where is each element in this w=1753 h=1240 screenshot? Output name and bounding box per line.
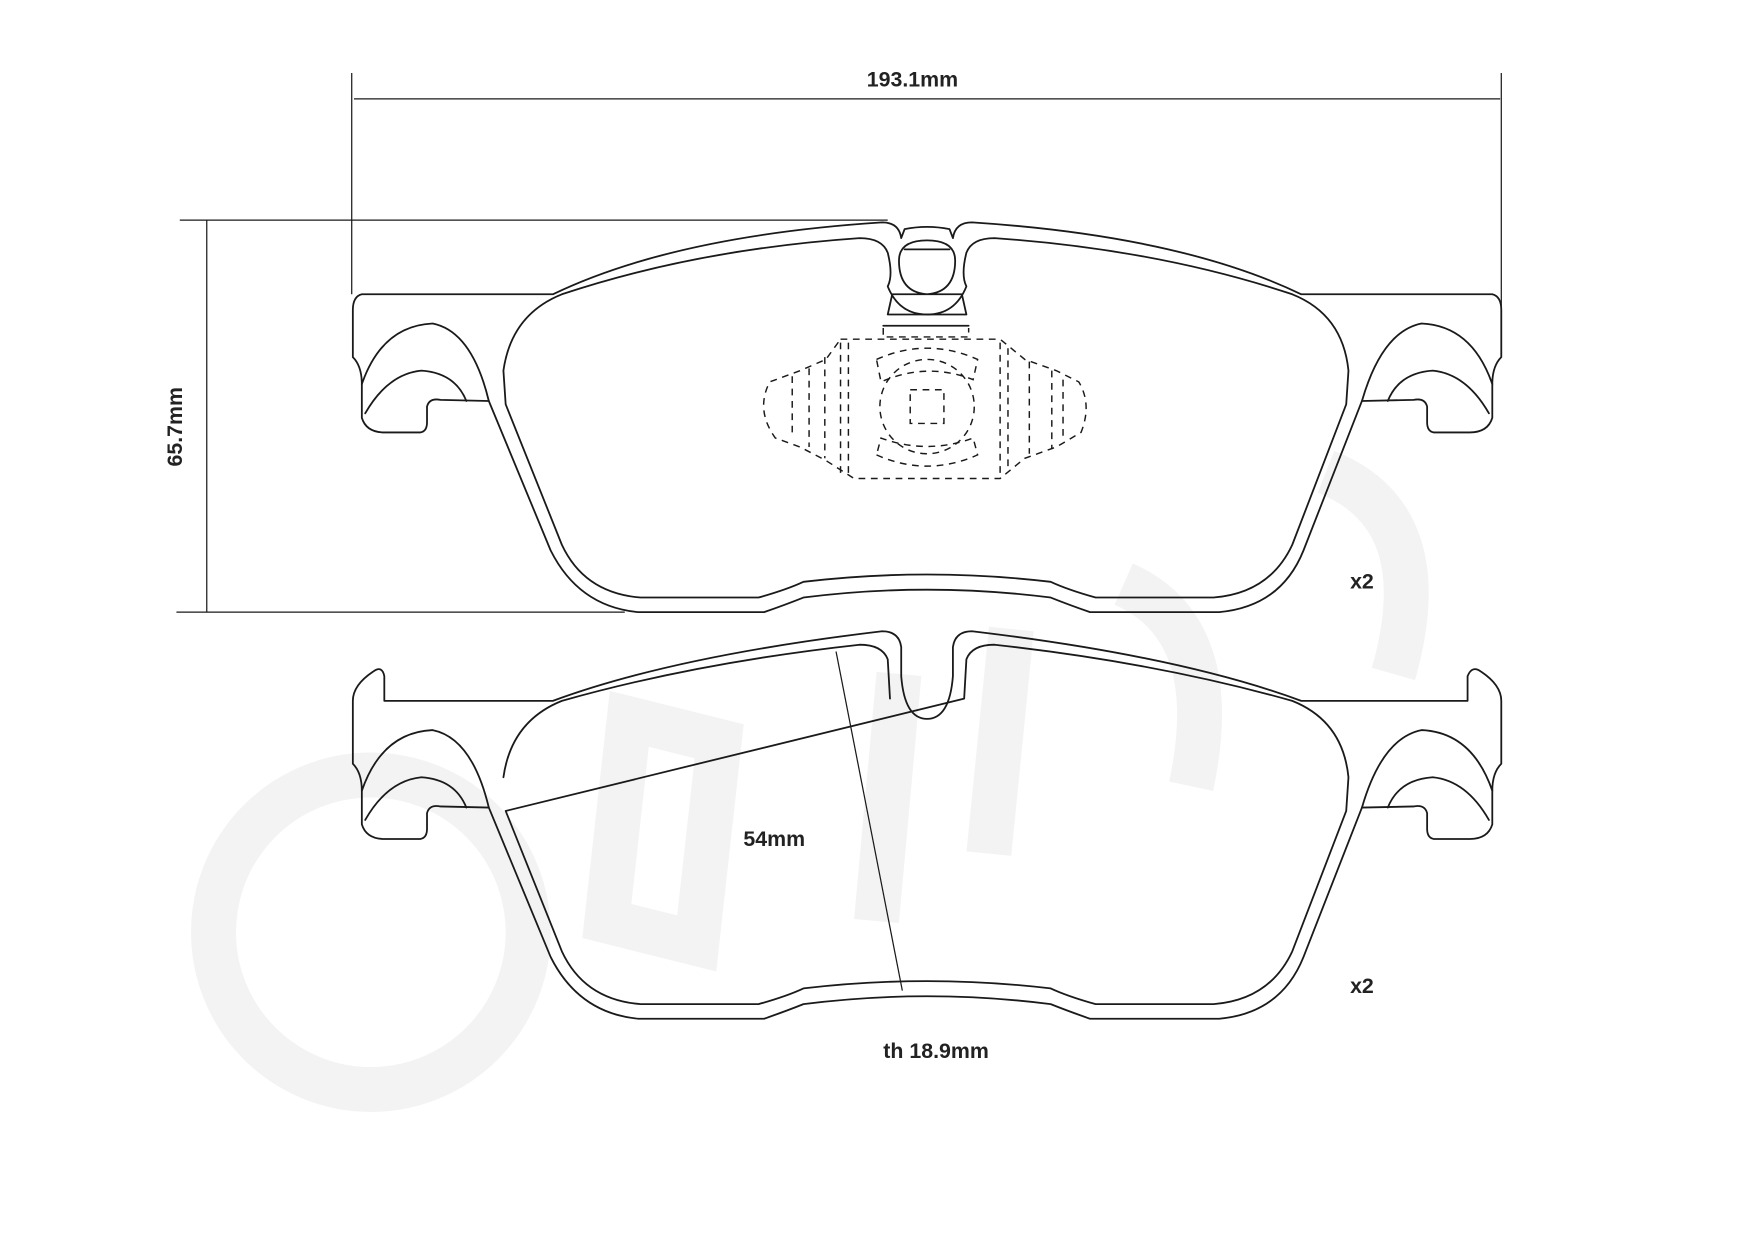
bottom-left-ear-hook bbox=[360, 729, 490, 821]
top-right-ear-hook bbox=[1361, 322, 1494, 415]
bottom-brake-pad bbox=[351, 630, 1503, 1020]
top-left-ear-hook bbox=[360, 322, 490, 415]
top-pad-quantity: x2 bbox=[1350, 570, 1374, 594]
top-pad-friction-material bbox=[502, 237, 1350, 599]
watermark-logo bbox=[191, 450, 1429, 1112]
height-dimension: 65.7mm bbox=[163, 219, 888, 613]
bottom-pad-quantity: x2 bbox=[1350, 974, 1374, 998]
width-label: 193.1mm bbox=[867, 67, 958, 91]
thickness-label: th 18.9mm bbox=[883, 1039, 989, 1063]
wear-sensor-clip bbox=[886, 239, 968, 316]
bottom-pad-backing-plate bbox=[351, 630, 1503, 1020]
width-dimension: 193.1mm bbox=[351, 67, 1502, 310]
caliper-piston-outline bbox=[762, 327, 1087, 480]
pad-height-dimension: 54mm bbox=[743, 651, 903, 991]
pad-height-label: 54mm bbox=[743, 827, 805, 851]
bottom-pad-friction-material bbox=[502, 643, 1350, 1006]
height-label: 65.7mm bbox=[163, 387, 187, 466]
top-pad-backing-plate bbox=[351, 221, 1503, 614]
bottom-right-ear-hook bbox=[1361, 729, 1494, 821]
top-brake-pad: x2 bbox=[351, 221, 1503, 614]
